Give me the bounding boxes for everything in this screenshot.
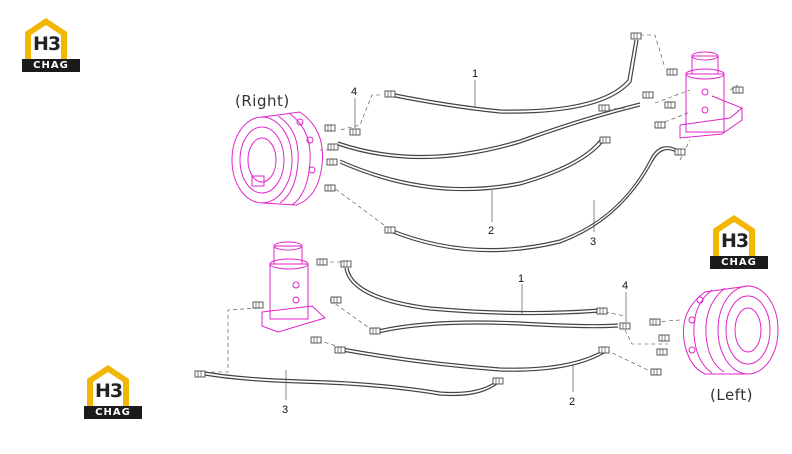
svg-text:3: 3 [590,236,596,248]
logo-house-icon [87,365,129,406]
fitting [664,101,676,109]
center-swivel-joint-top [679,51,743,139]
fitting [310,336,322,344]
svg-text:4: 4 [622,280,628,292]
brand-logo: H3 CHAG [710,213,768,269]
callout-top-3: 3 [590,200,596,248]
fitting [324,184,336,192]
leader-lines-top [320,34,739,229]
callout-bottom-4: 4 [622,280,628,322]
fitting [349,128,361,136]
callout-bottom-3: 3 [282,370,288,416]
left-side-label: (Left) [710,386,753,404]
fitting [369,327,381,335]
fitting [649,318,661,326]
callout-top-1: 1 [472,68,478,108]
fitting [642,91,654,99]
callout-top-2: 2 [488,190,494,237]
leader-lines-bottom [200,261,681,373]
brand-logo: H3 CHAG [22,16,80,72]
svg-text:1: 1 [472,68,478,80]
fitting [384,90,396,98]
fitting [619,322,631,330]
fitting [252,301,264,309]
logo-mark: H3 [95,380,123,402]
logo-band: CHAG [22,59,80,72]
travel-motor-left [682,285,779,375]
fitting [316,258,328,266]
logo-mark: H3 [33,33,61,55]
svg-text:2: 2 [488,225,494,237]
fitting [654,121,666,129]
callout-bottom-2: 2 [569,364,575,408]
fitting [324,124,336,132]
callout-top-4: 4 [351,86,357,128]
logo-house-icon [713,215,755,256]
fitting [340,260,352,268]
fitting [330,296,342,304]
fitting [656,348,668,356]
fitting [327,143,339,151]
logo-house-icon [25,18,67,59]
fitting [674,148,686,156]
hoses-bottom [204,267,619,397]
fitting [630,32,642,40]
logo-band: CHAG [84,406,142,419]
fitting [666,68,678,76]
center-swivel-joint-bottom [261,241,326,333]
fitting [334,346,346,354]
brand-logo: H3 CHAG [84,363,142,419]
logo-mark: H3 [721,230,749,252]
fitting [658,334,670,342]
svg-text:2: 2 [569,396,575,408]
hoses-top [337,39,679,253]
svg-text:1: 1 [518,273,524,285]
fitting [194,370,206,378]
fitting [596,307,608,315]
fitting [732,86,744,94]
svg-text:4: 4 [351,86,357,98]
fitting [599,136,611,144]
fitting [598,346,610,354]
travel-motor-right [231,111,324,206]
fitting [650,368,662,376]
fitting [492,377,504,385]
svg-text:3: 3 [282,404,288,416]
right-side-label: (Right) [235,92,290,110]
callout-bottom-1: 1 [518,273,524,314]
fitting [384,226,396,234]
logo-band: CHAG [710,256,768,269]
fitting [598,104,610,112]
fitting [326,158,338,166]
